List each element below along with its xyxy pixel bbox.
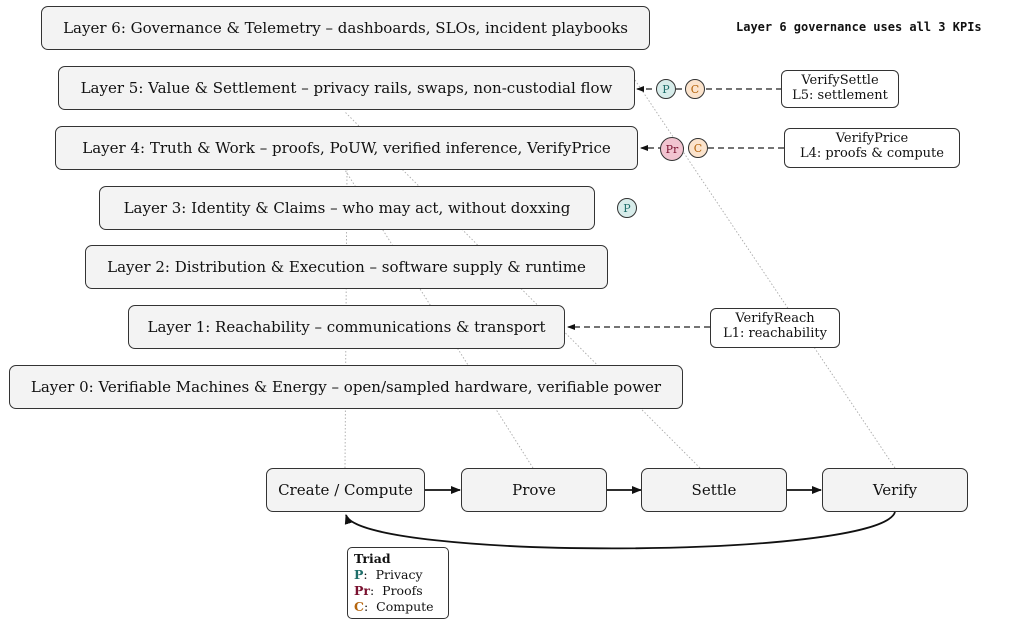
layer-2-box: Layer 2: Distribution & Execution – soft…: [85, 245, 608, 289]
layer-5-label: Layer 5: Value & Settlement – privacy ra…: [80, 79, 613, 97]
flow-prove-box: Prove: [461, 468, 607, 512]
kpi-verify-reach-subtitle: L1: reachability: [723, 326, 827, 341]
layer-4-box: Layer 4: Truth & Work – proofs, PoUW, ve…: [55, 126, 638, 170]
layer-1-box: Layer 1: Reachability – communications &…: [128, 305, 565, 349]
kpi-verify-price-subtitle: L4: proofs & compute: [800, 146, 944, 161]
kpi-verify-settle-subtitle: L5: settlement: [792, 88, 888, 103]
layer-4-label: Layer 4: Truth & Work – proofs, PoUW, ve…: [82, 139, 611, 157]
flow-create-compute-label: Create / Compute: [278, 481, 413, 499]
layer-6-box: Layer 6: Governance & Telemetry – dashbo…: [41, 6, 650, 50]
kpi-verify-price-title: VerifyPrice: [835, 131, 909, 146]
flow-prove-label: Prove: [512, 481, 556, 499]
layer-4-compute-badge: C: [688, 138, 708, 158]
triad-legend-compute: C: Compute: [354, 599, 434, 614]
kpi-verify-reach: VerifyReach L1: reachability: [710, 308, 840, 348]
kpi-verify-price: VerifyPrice L4: proofs & compute: [784, 128, 960, 168]
flow-verify-box: Verify: [822, 468, 968, 512]
trace-create-to-l4: [344, 169, 348, 469]
triad-legend-privacy: P: Privacy: [354, 567, 423, 582]
triad-legend-proofs: Pr: Proofs: [354, 583, 423, 598]
kpi-verify-reach-title: VerifyReach: [735, 311, 815, 326]
flow-settle-label: Settle: [691, 481, 737, 499]
layer-2-label: Layer 2: Distribution & Execution – soft…: [107, 258, 586, 276]
triad-legend: Triad P: Privacy Pr: Proofs C: Compute: [347, 547, 449, 619]
layer-0-box: Layer 0: Verifiable Machines & Energy – …: [9, 365, 683, 409]
flow-settle-box: Settle: [641, 468, 787, 512]
layer-5-compute-badge: C: [685, 79, 705, 99]
layer-1-label: Layer 1: Reachability – communications &…: [147, 318, 546, 336]
layer-6-label: Layer 6: Governance & Telemetry – dashbo…: [63, 19, 628, 37]
flow-verify-label: Verify: [872, 481, 918, 499]
layer-0-label: Layer 0: Verifiable Machines & Energy – …: [30, 378, 662, 396]
layer-4-proofs-badge: Pr: [660, 137, 684, 161]
layer-5-privacy-badge: P: [656, 79, 676, 99]
kpi-verify-settle-title: VerifySettle: [801, 73, 879, 88]
layer-5-box: Layer 5: Value & Settlement – privacy ra…: [58, 66, 635, 110]
layer-3-label: Layer 3: Identity & Claims – who may act…: [123, 199, 571, 217]
layer-3-box: Layer 3: Identity & Claims – who may act…: [99, 186, 595, 230]
triad-legend-title: Triad: [354, 551, 391, 566]
governance-note: Layer 6 governance uses all 3 KPIs: [736, 20, 982, 34]
kpi-verify-settle: VerifySettle L5: settlement: [781, 70, 899, 108]
flow-create-compute-box: Create / Compute: [266, 468, 425, 512]
layer-3-privacy-badge: P: [617, 198, 637, 218]
flow-feedback-loop: [344, 511, 896, 550]
